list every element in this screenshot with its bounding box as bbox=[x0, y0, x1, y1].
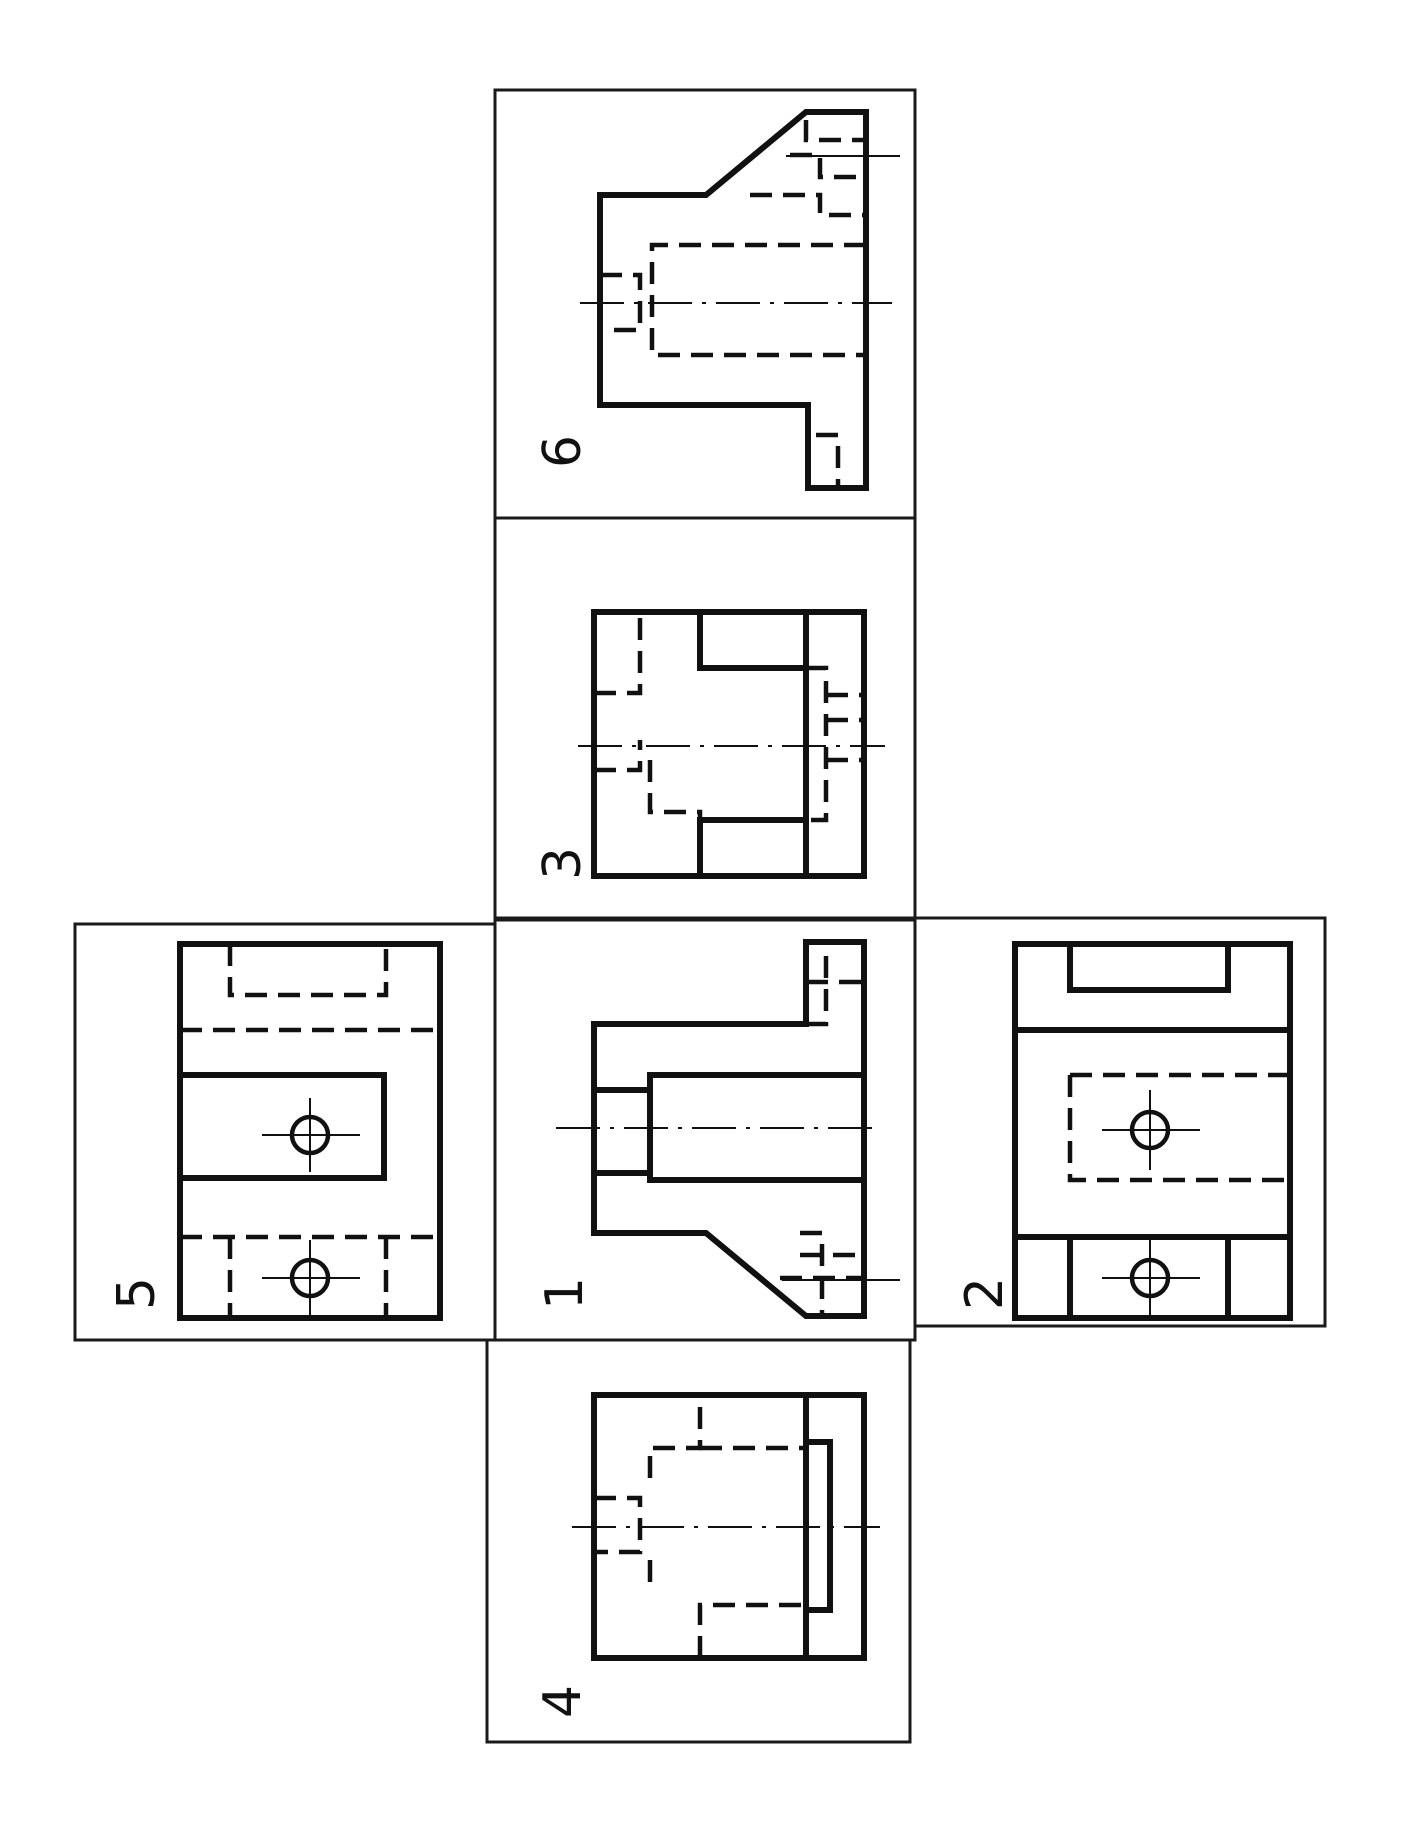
view-label-3: 3 bbox=[533, 847, 593, 880]
view-label-4: 4 bbox=[533, 1685, 593, 1718]
frame-view-3 bbox=[493, 516, 917, 920]
view-labels: 6 3 5 1 2 4 bbox=[107, 435, 1015, 1718]
frame-view-4 bbox=[485, 1338, 912, 1744]
view-label-5: 5 bbox=[107, 1277, 167, 1310]
view-2-drawing bbox=[1012, 941, 1293, 1321]
view-label-2: 2 bbox=[955, 1277, 1015, 1310]
view-5-drawing bbox=[177, 941, 443, 1321]
view-1-drawing bbox=[556, 939, 900, 1319]
view-frames bbox=[73, 88, 1327, 1744]
view-label-1: 1 bbox=[535, 1277, 595, 1310]
view-3-drawing bbox=[578, 609, 885, 879]
frame-view-2 bbox=[913, 916, 1327, 1328]
view-label-6: 6 bbox=[533, 435, 593, 468]
view-6-drawing bbox=[580, 109, 900, 491]
view-4-drawing bbox=[572, 1392, 880, 1661]
